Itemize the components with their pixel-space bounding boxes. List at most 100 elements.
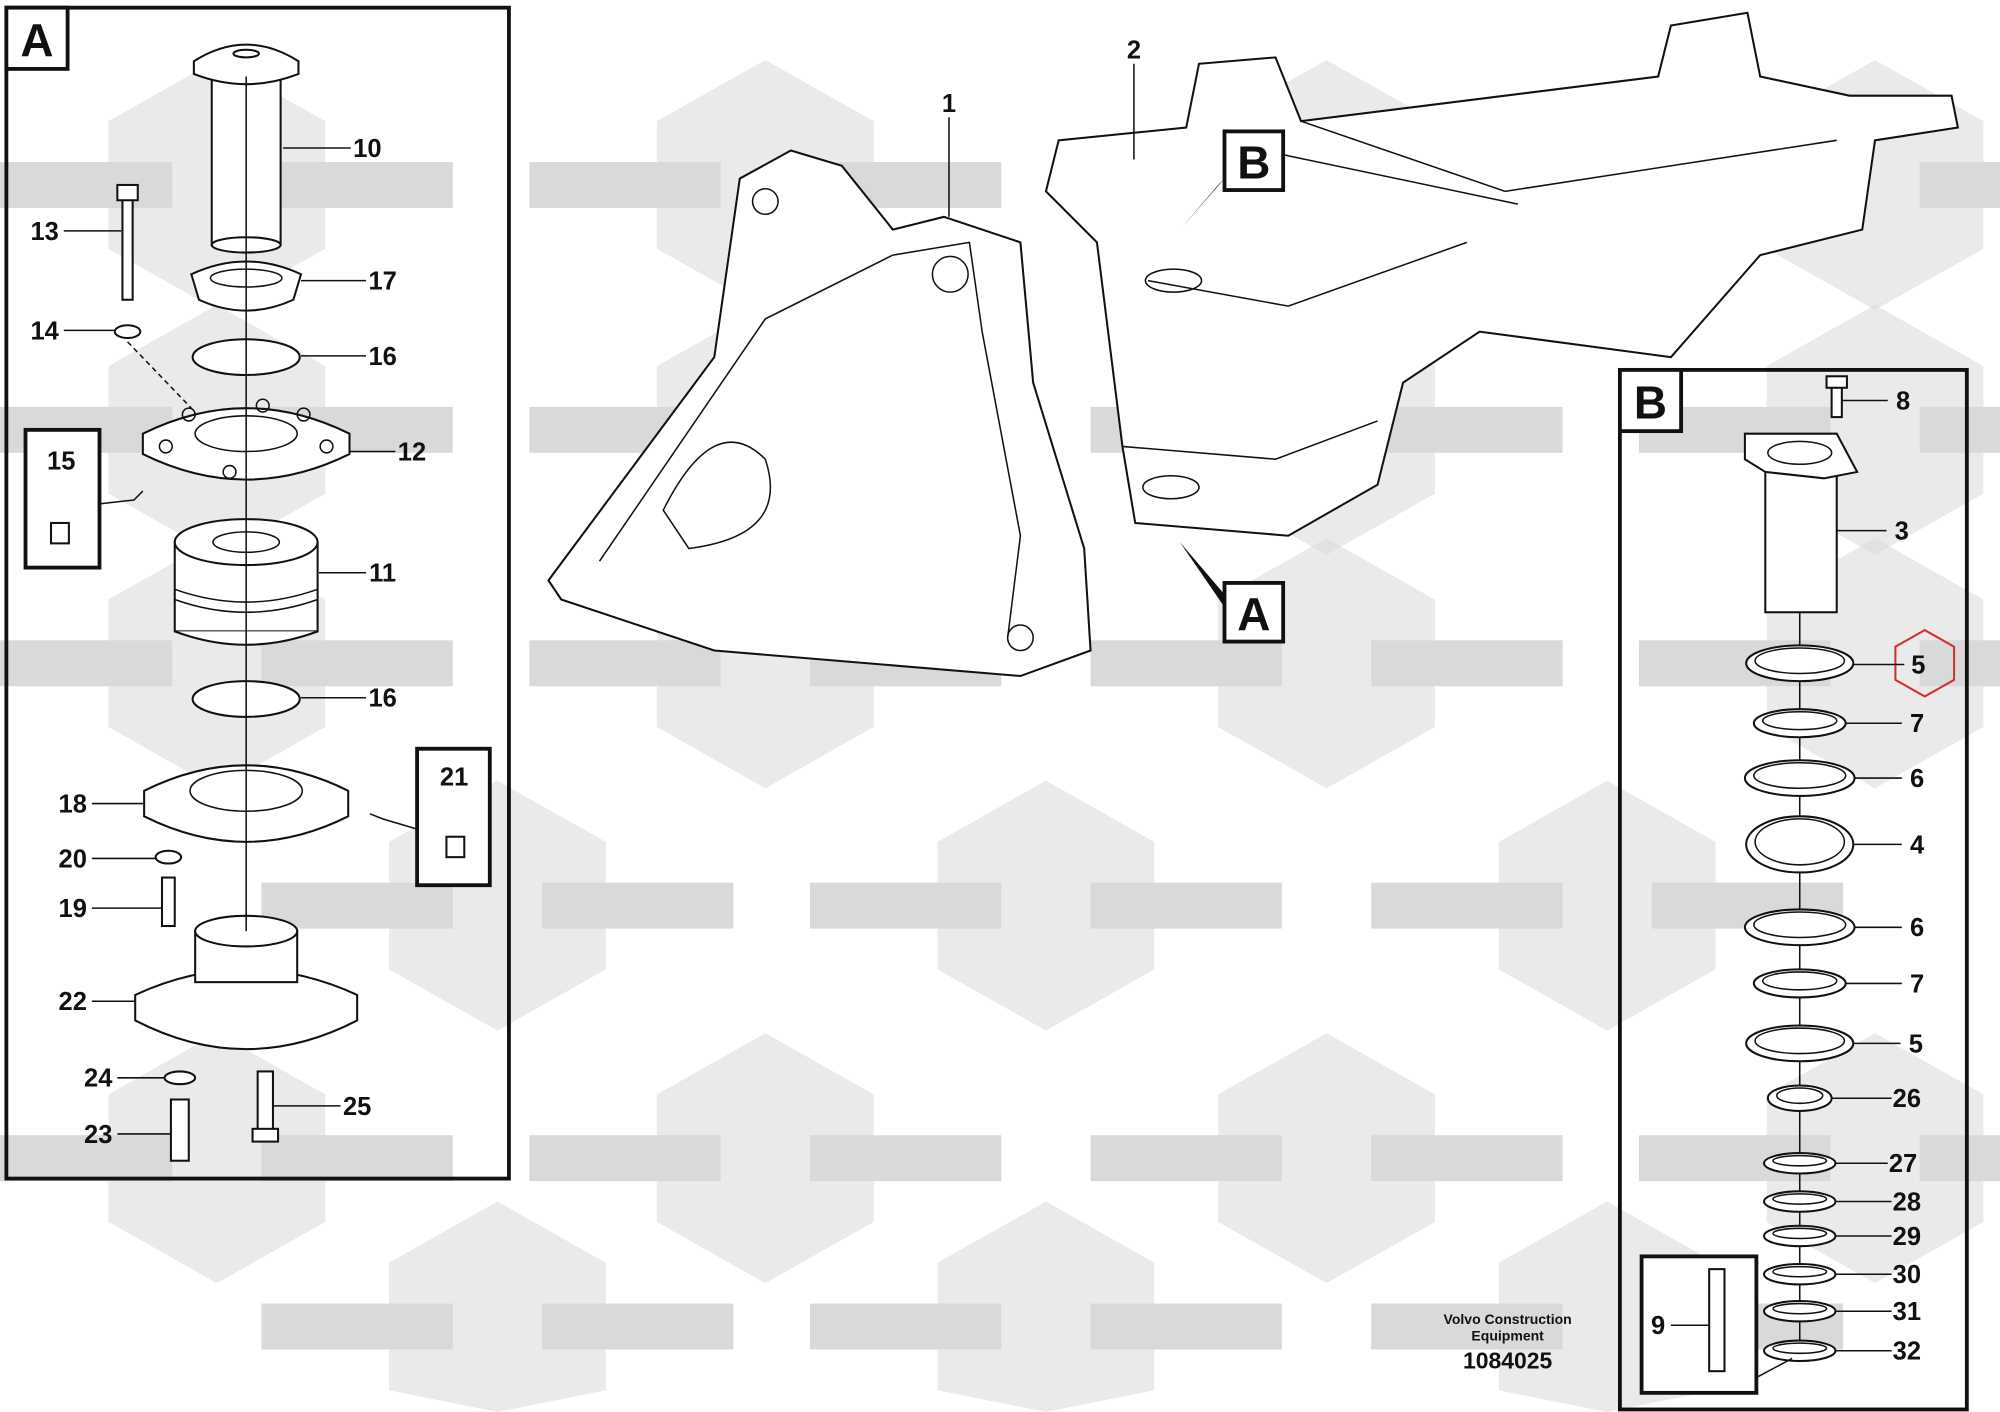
callout-label: 1 — [942, 90, 956, 118]
callout-label: 10 — [353, 135, 381, 163]
ring-part[interactable] — [1752, 708, 1847, 739]
part-8-bolt[interactable] — [1825, 375, 1848, 419]
callout-label: 7 — [1910, 970, 1924, 998]
panel-b: B — [1617, 367, 1969, 1412]
callout-30[interactable]: 30 — [1835, 1261, 1921, 1289]
callout-label: 3 — [1895, 518, 1909, 546]
callout-label: 25 — [343, 1093, 371, 1121]
callout-9[interactable]: 9 — [1651, 1312, 1710, 1340]
part-23-bolt[interactable] — [169, 1098, 190, 1162]
ring-inner — [1761, 971, 1838, 991]
part-19-bolt[interactable] — [160, 876, 176, 928]
callout-label: 5 — [1909, 1030, 1923, 1058]
panel-a-letter: A — [20, 14, 53, 66]
callout-27[interactable]: 27 — [1835, 1150, 1917, 1178]
callout-15[interactable]: 15 — [47, 447, 75, 475]
ring-part[interactable] — [1745, 644, 1855, 683]
callout-1[interactable]: 1 — [942, 90, 956, 118]
callout-label: 26 — [1893, 1085, 1921, 1113]
ring-part[interactable] — [1743, 759, 1856, 797]
callout-label: 21 — [440, 764, 468, 792]
part-21-detail-box[interactable] — [415, 746, 492, 888]
part-3-pin[interactable] — [1743, 432, 1859, 614]
callout-label: 32 — [1893, 1338, 1921, 1366]
callout-29[interactable]: 29 — [1835, 1223, 1921, 1251]
part-25-bolt[interactable] — [251, 1070, 280, 1143]
callout-12[interactable]: 12 — [349, 438, 426, 466]
callout-18[interactable]: 18 — [59, 791, 145, 819]
callout-14[interactable]: 14 — [30, 317, 115, 345]
part-24-washer[interactable] — [163, 1070, 197, 1086]
callout-label: 12 — [398, 438, 426, 466]
panel-b-rings — [1743, 644, 1856, 1362]
part-22-hub[interactable] — [134, 914, 359, 1051]
callout-10[interactable]: 10 — [283, 135, 382, 163]
callout-32[interactable]: 32 — [1835, 1338, 1921, 1366]
watermark-logo — [809, 1201, 1282, 1412]
ring-part[interactable] — [1743, 908, 1856, 947]
detail-ref-a-label: A — [1237, 588, 1270, 640]
callout-7[interactable]: 7 — [1845, 710, 1925, 738]
callout-17[interactable]: 17 — [301, 268, 397, 296]
ring-inner — [1753, 911, 1847, 939]
callout-28[interactable]: 28 — [1835, 1188, 1921, 1216]
callout-label: 31 — [1893, 1298, 1921, 1326]
callout-7[interactable]: 7 — [1845, 970, 1925, 998]
ring-inner — [1772, 1193, 1828, 1205]
callout-23[interactable]: 23 — [84, 1121, 171, 1149]
ring-part[interactable] — [1745, 815, 1855, 874]
detail-ref-b-label: B — [1237, 137, 1270, 189]
callout-label: 11 — [369, 560, 396, 588]
callout-label: 7 — [1910, 710, 1924, 738]
ring-inner — [1772, 1342, 1828, 1355]
callout-label: 17 — [368, 268, 396, 296]
front-frame-1[interactable] — [547, 149, 1092, 678]
callout-label: 4 — [1910, 831, 1925, 859]
callout-31[interactable]: 31 — [1835, 1298, 1921, 1326]
detail-ref-a[interactable]: A — [1179, 542, 1286, 644]
callout-13[interactable]: 13 — [30, 218, 122, 246]
callout-3[interactable]: 3 — [1836, 518, 1909, 546]
detail-ref-b[interactable]: B — [1179, 129, 1286, 230]
callout-label: 9 — [1651, 1312, 1665, 1340]
ring-inner — [1753, 761, 1847, 790]
callout-22[interactable]: 22 — [59, 988, 136, 1016]
callout-21[interactable]: 21 — [440, 764, 468, 792]
callout-label: 29 — [1893, 1223, 1921, 1251]
callout-25[interactable]: 25 — [272, 1093, 371, 1121]
callout-20[interactable]: 20 — [59, 845, 156, 873]
callout-label: 14 — [30, 317, 59, 345]
ring-part[interactable] — [1752, 968, 1847, 999]
callout-label: 16 — [368, 343, 396, 371]
callout-label: 23 — [84, 1121, 112, 1149]
part-20-washer[interactable] — [154, 849, 183, 865]
callout-label: 2 — [1127, 37, 1141, 65]
watermark-logo — [1090, 1033, 1563, 1284]
watermark-logo — [0, 1033, 453, 1284]
callout-label: 15 — [47, 447, 75, 475]
part-13-bolt[interactable] — [116, 183, 139, 301]
callout-4[interactable]: 4 — [1853, 831, 1925, 859]
part-15-detail-box[interactable] — [23, 427, 102, 570]
callout-8[interactable]: 8 — [1841, 387, 1910, 415]
callout-11[interactable]: 11 — [318, 560, 396, 588]
ring-part[interactable] — [1745, 1024, 1855, 1063]
callout-5[interactable]: 5 — [1853, 651, 1925, 679]
callout-16[interactable]: 16 — [301, 685, 397, 713]
callout-19[interactable]: 19 — [59, 895, 162, 923]
part-14-washer[interactable] — [113, 324, 142, 340]
callout-label: 18 — [59, 791, 87, 819]
watermark-logo — [261, 1201, 734, 1412]
callout-16[interactable]: 16 — [301, 343, 397, 371]
callout-6[interactable]: 6 — [1854, 914, 1925, 942]
callout-6[interactable]: 6 — [1854, 765, 1925, 793]
callout-26[interactable]: 26 — [1831, 1085, 1921, 1113]
watermark-logo — [1371, 780, 1844, 1031]
callout-24[interactable]: 24 — [84, 1065, 165, 1093]
callout-layer: 1210131714161215111621182019222425238357… — [30, 37, 1925, 1366]
part-10-pin[interactable] — [192, 43, 300, 254]
ring-inner — [1754, 1027, 1846, 1055]
callout-2[interactable]: 2 — [1127, 37, 1141, 65]
callout-5[interactable]: 5 — [1853, 1030, 1923, 1058]
drawing-number: 1084025 — [1463, 1348, 1553, 1374]
